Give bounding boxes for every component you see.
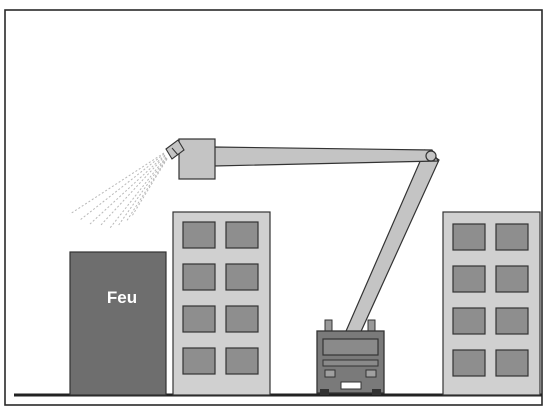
fire-truck-icon	[317, 320, 384, 395]
window	[453, 350, 485, 376]
window	[226, 222, 258, 248]
apartment-tower-right	[443, 212, 540, 395]
truck-windshield	[323, 339, 378, 355]
truck-headlight	[366, 370, 376, 377]
window	[496, 350, 528, 376]
boom-joint	[426, 151, 436, 161]
window	[496, 266, 528, 292]
truck-headlight	[325, 370, 335, 377]
window	[226, 306, 258, 332]
window	[183, 306, 215, 332]
window	[453, 308, 485, 334]
apartment-tower-middle	[173, 212, 270, 395]
window	[183, 348, 215, 374]
window	[453, 224, 485, 250]
fire-building-label: Feu	[107, 288, 137, 307]
window	[183, 264, 215, 290]
aerial-basket	[179, 139, 215, 179]
fire-building: Feu	[70, 252, 166, 395]
window	[496, 224, 528, 250]
window	[226, 348, 258, 374]
truck-plate	[341, 382, 361, 389]
window	[496, 308, 528, 334]
window	[453, 266, 485, 292]
window	[183, 222, 215, 248]
window	[226, 264, 258, 290]
